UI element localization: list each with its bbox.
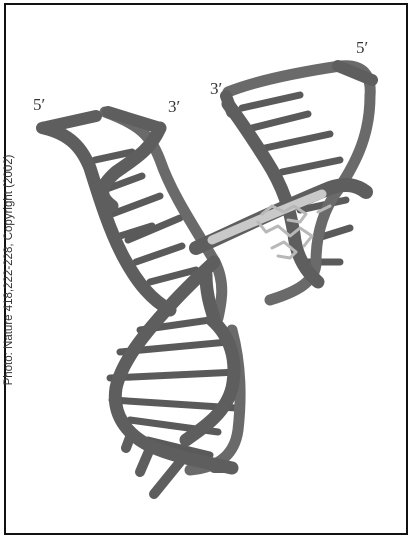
base-pair-rung (282, 160, 340, 172)
backbone-front (44, 104, 318, 468)
base-pair-rung (242, 95, 300, 108)
strand-ends (42, 66, 372, 128)
backbone-strand (186, 320, 234, 440)
backbone-strand (103, 128, 160, 206)
backbone-strand (206, 275, 214, 318)
strand-end-3-left (108, 112, 160, 128)
strand-end-5-left (42, 116, 96, 128)
strand-tail (154, 462, 180, 494)
base-pair-rung (136, 246, 182, 262)
label-3-prime-left: 3′ (168, 97, 180, 116)
strand-tail (126, 432, 132, 448)
base-pair-rung (252, 114, 308, 128)
strand-end-3-right (226, 96, 232, 112)
label-3-prime-right: 3′ (210, 79, 222, 98)
label-5-prime-right: 5′ (356, 38, 368, 57)
base-pair-rung (265, 134, 330, 148)
base-pair-rung (110, 372, 238, 378)
label-5-prime-left: 5′ (33, 95, 45, 114)
base-pair-rung (112, 196, 160, 214)
